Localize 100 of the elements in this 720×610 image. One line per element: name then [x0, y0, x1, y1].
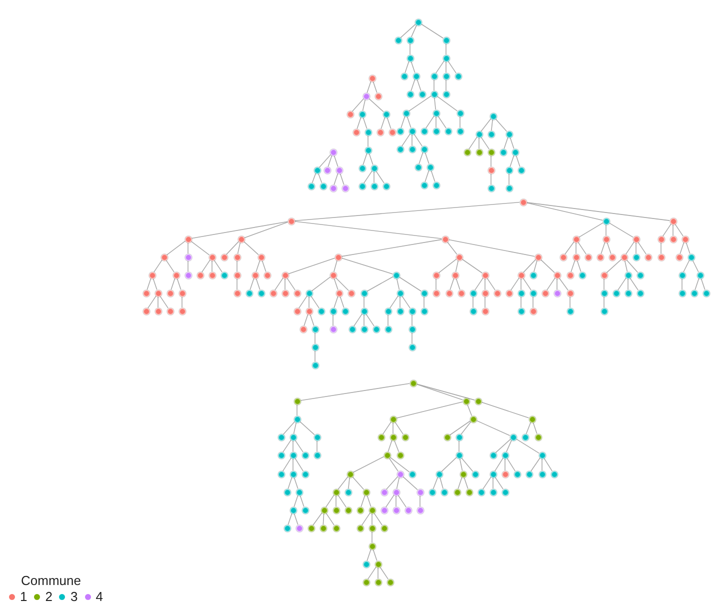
tree-edge: [282, 421, 296, 435]
tree-node: [278, 434, 284, 440]
tree-edge: [520, 278, 522, 290]
tree-edge: [352, 476, 364, 490]
tree-node: [406, 90, 414, 98]
tree-node: [464, 148, 470, 156]
tree-edge: [318, 154, 332, 168]
tree-edge: [294, 494, 298, 508]
tree-node: [284, 524, 290, 532]
tree-edge: [504, 458, 506, 471]
tree-node: [506, 290, 512, 296]
tree-edge: [416, 384, 476, 400]
tree-edge: [660, 242, 662, 254]
tree-node: [506, 184, 512, 192]
tree-node: [332, 506, 340, 514]
tree-edge: [494, 476, 504, 490]
tree-edge: [466, 404, 472, 416]
tree-node: [208, 272, 216, 278]
legend-label: 2: [45, 589, 52, 604]
tree-node: [510, 434, 516, 440]
tree-edge: [368, 152, 374, 166]
tree-edge: [510, 136, 514, 150]
tree-node: [416, 506, 424, 514]
tree-node: [430, 90, 438, 98]
tree-edge: [396, 278, 400, 290]
tree-node: [356, 506, 364, 514]
tree-node: [380, 488, 388, 496]
tree-node: [528, 416, 536, 422]
tree-node: [348, 290, 354, 296]
tree-node: [282, 272, 288, 278]
tree-edge: [608, 222, 634, 238]
tree-node: [526, 470, 532, 478]
tree-edge: [626, 259, 638, 273]
tree-edge: [394, 440, 400, 452]
tree-node: [172, 272, 180, 278]
tree-node: [602, 236, 610, 242]
tree-edge: [438, 258, 457, 274]
tree-node: [420, 308, 428, 314]
tree-node: [184, 254, 192, 260]
tree-node: [530, 308, 536, 314]
tree-edge: [304, 314, 308, 326]
tree-edge: [404, 60, 410, 74]
tree-node: [512, 148, 518, 156]
tree-node: [488, 148, 494, 156]
tree-node: [196, 272, 204, 278]
tree-node: [470, 308, 476, 314]
tree-edge: [432, 476, 438, 490]
tree-node: [370, 182, 378, 190]
tree-edge: [410, 60, 416, 74]
tree-node: [348, 326, 356, 332]
tree-node: [538, 452, 546, 458]
tree-edge: [600, 242, 606, 254]
tree-edge: [352, 98, 364, 112]
tree-edge: [294, 202, 520, 222]
tree-edge: [170, 278, 176, 290]
tree-node: [302, 470, 308, 478]
tree-node: [166, 290, 174, 296]
tree-edge: [480, 402, 530, 418]
tree-edge: [388, 440, 392, 452]
tree-edge: [334, 154, 338, 168]
tree-node: [296, 524, 302, 532]
tree-node: [362, 92, 370, 100]
tree-edge: [390, 296, 398, 308]
tree-edge: [564, 241, 574, 255]
tree-node: [368, 506, 376, 514]
tree-edge: [434, 97, 436, 110]
tree-edge: [293, 422, 297, 434]
tree-edge: [312, 172, 316, 184]
tree-node: [408, 128, 416, 134]
tree-node: [352, 128, 360, 136]
tree-node: [474, 398, 482, 404]
tree-edge: [436, 96, 458, 112]
tree-edge: [441, 457, 457, 472]
tree-node: [414, 164, 422, 170]
tree-node: [456, 110, 464, 116]
tree-node: [542, 290, 548, 296]
tree-node: [220, 272, 228, 278]
tree-node: [488, 130, 494, 138]
tree-node: [600, 272, 608, 278]
tree-edge: [226, 241, 239, 255]
tree-edge: [338, 494, 346, 508]
tree-edge: [508, 173, 510, 185]
tree-edge: [202, 260, 210, 272]
tree-edge: [570, 260, 576, 272]
tree-node: [520, 198, 526, 206]
tree-edge: [274, 278, 284, 290]
tree-edge: [438, 116, 446, 128]
tree-edge: [680, 242, 684, 254]
tree-node: [324, 166, 330, 174]
tree-node: [396, 308, 404, 314]
tree-node: [308, 182, 314, 190]
tree-node: [330, 326, 336, 332]
tree-node: [420, 146, 428, 152]
tree-node: [294, 416, 300, 422]
tree-edge: [624, 260, 628, 272]
tree-node: [360, 308, 368, 314]
tree-edge: [484, 296, 486, 308]
tree-edge: [334, 296, 338, 308]
tree-node: [446, 290, 452, 296]
tree-node: [600, 308, 608, 314]
